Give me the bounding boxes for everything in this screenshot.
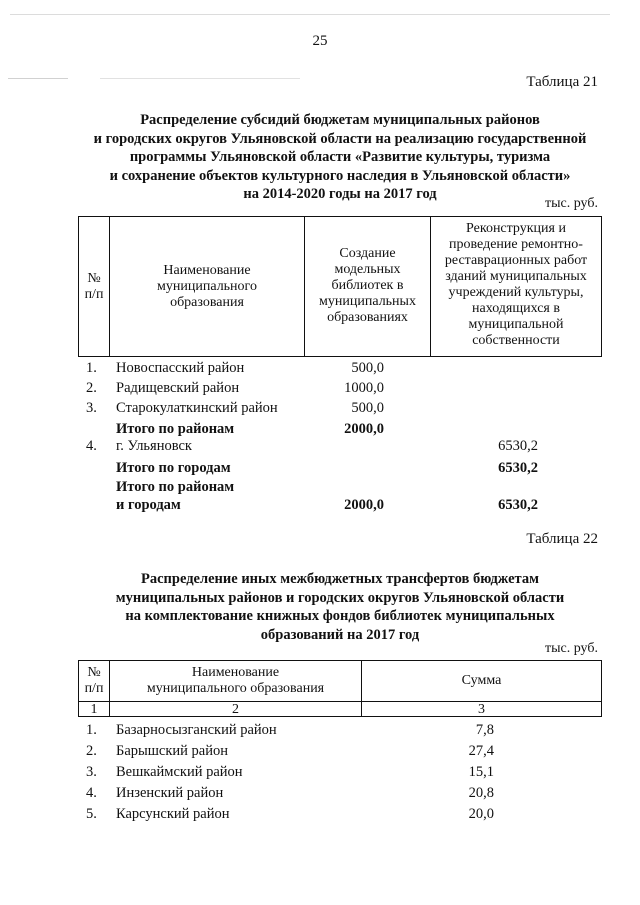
title-line: программы Ульяновской области «Развитие … <box>129 149 551 165</box>
index-col-2: 2 <box>232 702 239 717</box>
header-number: № п/п <box>84 665 104 696</box>
table-21-header: № п/п Наименование муниципального образо… <box>78 216 602 357</box>
header-number: № п/п <box>84 271 104 302</box>
row-sum: 20,0 <box>468 806 494 822</box>
row-name: Новоспасский район <box>116 360 245 376</box>
row-name: Барышский район <box>116 743 228 759</box>
row-name: Старокулаткинский район <box>116 400 278 416</box>
row-value-model-libraries: 1000,0 <box>344 380 384 396</box>
header-reconstruction: Реконструкция и проведение ремонтно- рес… <box>444 221 588 348</box>
subtotal-districts-label: Итого по районам <box>116 421 235 437</box>
title-line: Распределение иных межбюджетных трансфер… <box>141 571 539 587</box>
table-22-header: № п/п Наименование муниципального образо… <box>78 660 602 717</box>
row-name: Карсунский район <box>116 806 230 822</box>
title-line: Распределение субсидий бюджетам муниципа… <box>140 112 540 128</box>
row-sum: 7,8 <box>475 722 494 738</box>
row-number: 1. <box>86 722 97 738</box>
row-number: 3. <box>86 400 97 416</box>
title-line: и городских округов Ульяновской области … <box>93 130 587 147</box>
row-name: Вешкаймский район <box>116 764 243 780</box>
scan-artifact-line <box>100 78 300 79</box>
row-number: 1. <box>86 360 97 376</box>
row-number: 2. <box>86 380 97 396</box>
row-number: 4. <box>86 785 97 801</box>
header-municipality-name: Наименование муниципального образования <box>157 263 257 310</box>
row-number: 2. <box>86 743 97 759</box>
table-21-label: Таблица 21 <box>526 74 598 90</box>
header-sum: Сумма <box>461 673 502 688</box>
row-value-model-libraries: 500,0 <box>351 360 384 376</box>
table-22-units: тыс. руб. <box>545 641 598 656</box>
scan-artifact-line <box>10 14 610 15</box>
table-21-units: тыс. руб. <box>545 196 598 211</box>
row-number: 4. <box>86 438 97 454</box>
title-line: муниципальных районов и городских округо… <box>115 589 565 606</box>
row-sum: 15,1 <box>468 764 494 780</box>
page-number: 25 <box>312 33 328 49</box>
grand-total-model-libraries: 2000,0 <box>344 497 384 513</box>
row-name: Радищевский район <box>116 380 240 396</box>
row-sum: 27,4 <box>468 743 494 759</box>
row-number: 3. <box>86 764 97 780</box>
title-line: на комплектование книжных фондов библиот… <box>125 608 555 624</box>
header-model-libraries: Создание модельных библиотек в муниципал… <box>319 246 416 325</box>
subtotal-cities-label: Итого по городам <box>116 460 231 476</box>
title-line: на 2014-2020 годы на 2017 год <box>243 186 437 202</box>
scan-artifact-line <box>8 78 68 79</box>
row-number: 5. <box>86 806 97 822</box>
row-name: Инзенский район <box>116 785 224 801</box>
subtotal-cities-value: 6530,2 <box>498 460 538 476</box>
header-municipality-name: Наименование муниципального образования <box>146 665 325 696</box>
row-sum: 20,8 <box>468 785 494 801</box>
grand-total-label: Итого по районам и городам <box>116 479 235 513</box>
table-21-title: Распределение субсидий бюджетам муниципа… <box>60 111 620 204</box>
row-value-reconstruction: 6530,2 <box>498 438 538 454</box>
table-22-label: Таблица 22 <box>526 531 598 547</box>
row-name: Базарносызганский район <box>116 722 277 738</box>
grand-total-reconstruction: 6530,2 <box>498 497 538 513</box>
row-name: г. Ульяновск <box>116 438 192 454</box>
title-line: и сохранение объектов культурного наслед… <box>109 167 571 184</box>
index-col-3: 3 <box>478 702 485 717</box>
table-22-title: Распределение иных межбюджетных трансфер… <box>60 570 620 644</box>
row-value-model-libraries: 500,0 <box>351 400 384 416</box>
title-line: образований на 2017 год <box>260 626 420 643</box>
index-col-1: 1 <box>90 702 98 717</box>
subtotal-districts-value: 2000,0 <box>344 421 384 437</box>
